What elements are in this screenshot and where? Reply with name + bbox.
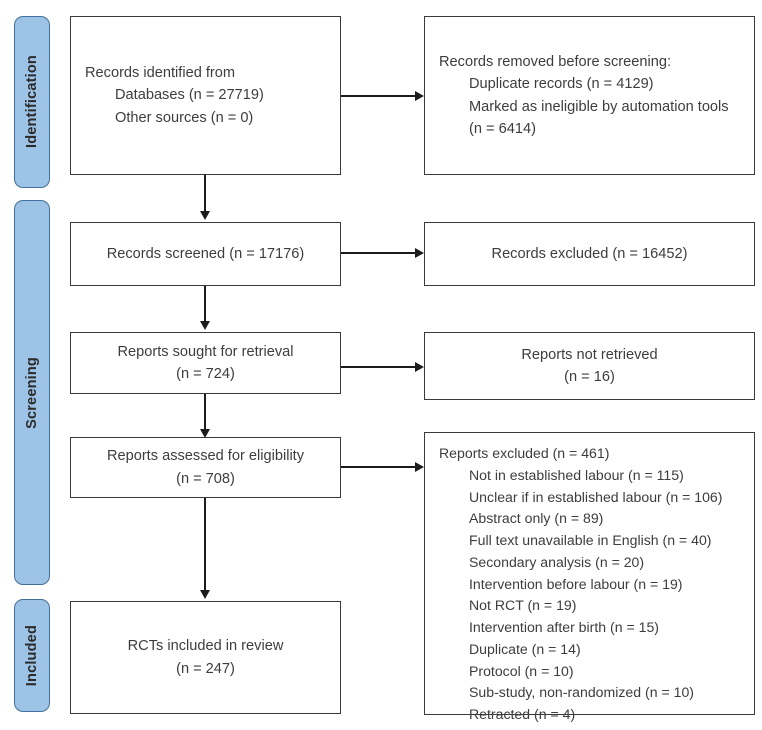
reports-excluded-reason: Sub-study, non-randomized (n = 10) (469, 684, 694, 701)
phase-tab-included: Included (14, 599, 50, 712)
box-records-excluded: Records excluded (n = 16452) (424, 222, 755, 286)
connector-assessed-to-excluded (341, 466, 415, 468)
box-records-screened: Records screened (n = 17176) (70, 222, 341, 286)
records-removed-line-0: Duplicate records (n = 4129) (469, 76, 654, 93)
arrowhead-sought-to-not-retrieved (415, 361, 424, 372)
records-identified-line-0: Records identified from (85, 65, 236, 82)
records-removed-heading-emphasis: before screening (558, 54, 667, 71)
reports-excluded-reason: Retracted (n = 4) (469, 706, 576, 723)
reports-excluded-reason: Abstract only (n = 89) (469, 510, 604, 527)
records-removed-line-1: Marked as ineligible by automation tools… (469, 98, 729, 137)
included-in-review-line-0: RCTs included in review (127, 638, 284, 655)
reports-sought-line-1: (n = 724) (176, 366, 235, 382)
phase-tab-identification: Identification (14, 16, 50, 188)
box-reports-sought: Reports sought for retrieval (n = 724) (70, 332, 341, 394)
arrowhead-assessed-to-excluded (415, 461, 424, 472)
connector-sought-to-assessed (204, 394, 206, 429)
box-records-identified: Records identified from Databases (n = 2… (70, 16, 341, 175)
connector-sought-to-not-retrieved (341, 366, 415, 368)
records-removed-heading: Records removed before screening: (439, 51, 740, 73)
reports-excluded-reason-list: Not in established labour (n = 115) Uncl… (439, 465, 740, 726)
included-in-review-line-1: (n = 247) (176, 660, 235, 677)
records-excluded-line-0: Records excluded (n = 16452) (491, 245, 688, 262)
reports-excluded-reason: Full text unavailable in English (n = 40… (469, 532, 712, 549)
records-identified-line-1: Databases (n = 27719) (115, 87, 264, 104)
box-reports-excluded: Reports excluded (n = 461) Not in establ… (424, 432, 755, 722)
records-removed-heading-prefix: Records removed (439, 54, 559, 71)
connector-screened-to-excluded (341, 252, 415, 254)
records-removed-heading-suffix: : (666, 54, 672, 71)
arrowhead-sought-to-assessed (199, 429, 210, 438)
records-identified-line-2: Other sources (n = 0) (115, 109, 254, 126)
reports-excluded-reason: Not RCT (n = 19) (469, 597, 577, 614)
reports-assessed-line-1: (n = 708) (176, 470, 235, 487)
reports-not-retrieved-line-1: (n = 16) (564, 369, 615, 385)
phase-tab-screening: Screening (14, 200, 50, 585)
connector-assessed-to-included (204, 498, 206, 590)
reports-excluded-reason: Intervention after birth (n = 15) (469, 619, 659, 636)
arrowhead-assessed-to-included (199, 590, 210, 599)
arrowhead-identified-to-screened (199, 211, 210, 220)
box-reports-not-retrieved: Reports not retrieved (n = 16) (424, 332, 755, 400)
records-screened-line-0: Records screened (n = 17176) (106, 245, 305, 262)
box-reports-assessed: Reports assessed for eligibility (n = 70… (70, 437, 341, 498)
arrowhead-screened-to-sought (199, 321, 210, 330)
connector-screened-to-sought (204, 286, 206, 321)
reports-not-retrieved-line-0: Reports not retrieved (521, 346, 658, 363)
reports-excluded-reason: Unclear if in established labour (n = 10… (469, 488, 723, 505)
reports-excluded-reason: Protocol (n = 10) (469, 662, 574, 679)
reports-excluded-reason: Secondary analysis (n = 20) (469, 553, 645, 570)
reports-assessed-line-0: Reports assessed for eligibility (106, 448, 305, 465)
reports-sought-line-0: Reports sought for retrieval (117, 343, 294, 360)
connector-identified-to-removed (341, 95, 415, 97)
connector-identified-to-screened (204, 175, 206, 211)
box-rcts-included-in-review: RCTs included in review (n = 247) (70, 601, 341, 714)
reports-excluded-reason: Duplicate (n = 14) (469, 640, 581, 657)
reports-excluded-reason: Intervention before labour (n = 19) (469, 575, 683, 592)
arrowhead-screened-to-excluded (415, 247, 424, 258)
phase-tab-screening-label: Screening (24, 356, 40, 429)
phase-tab-identification-label: Identification (24, 55, 40, 149)
reports-excluded-reason: Not in established labour (n = 115) (469, 466, 684, 483)
phase-tab-included-label: Included (24, 624, 40, 687)
reports-excluded-heading: Reports excluded (n = 461) (439, 445, 610, 461)
box-records-removed-before-screening: Records removed before screening: Duplic… (424, 16, 755, 175)
arrowhead-identified-to-removed (415, 90, 424, 101)
